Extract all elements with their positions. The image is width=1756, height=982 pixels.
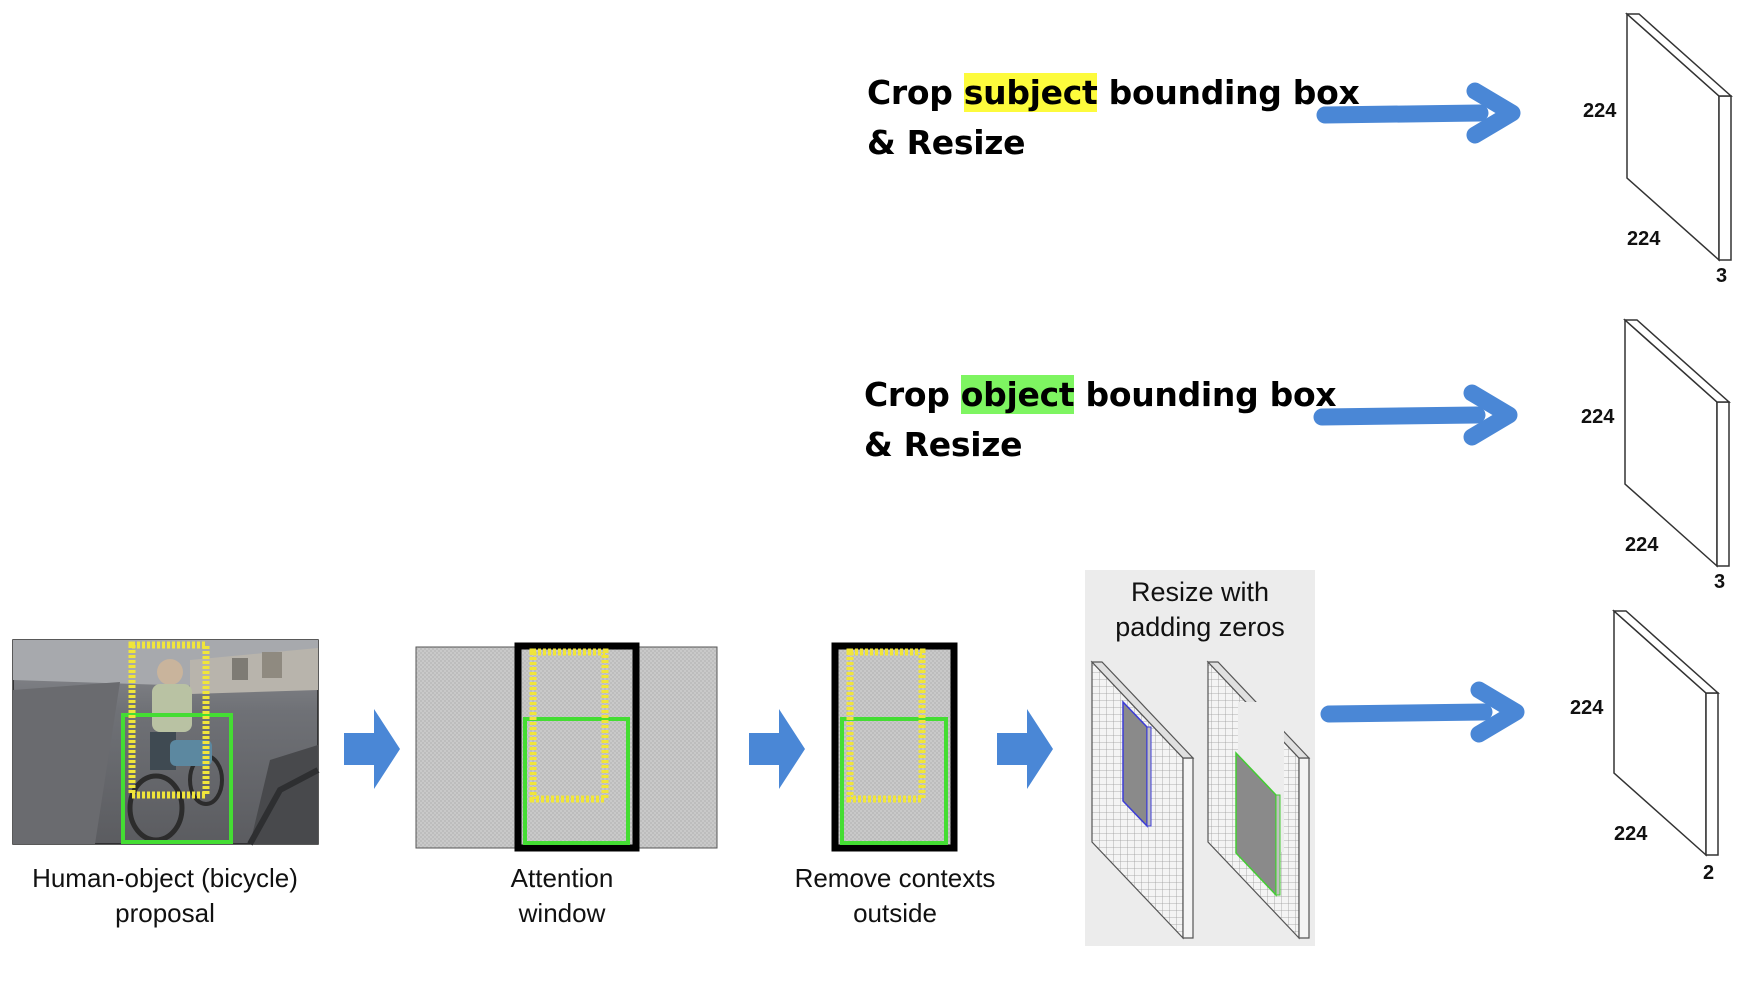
step4-caption-line2: padding zeros xyxy=(1115,612,1285,642)
subject-tensor-channels: 3 xyxy=(1716,265,1728,287)
step-arrow-3 xyxy=(997,709,1053,789)
arrow-to-object-tensor xyxy=(1313,384,1518,446)
step2-caption-line2: window xyxy=(518,898,606,928)
attention-tensor-height: 224 xyxy=(1570,697,1604,719)
subject-keyword: subject xyxy=(963,73,1098,112)
subject-tensor-width: 224 xyxy=(1627,228,1661,250)
step-arrow-1 xyxy=(344,709,400,789)
subject-crop-title: Crop subject bounding box xyxy=(867,68,1360,117)
removed-contexts-graphic xyxy=(831,642,958,852)
object-tensor-height: 224 xyxy=(1581,406,1615,428)
step3-caption-line2: outside xyxy=(853,898,937,928)
object-tensor-channels: 3 xyxy=(1714,571,1726,593)
step1-caption-line1: Human-object (bicycle) xyxy=(32,863,298,893)
subject-crop-prefix: Crop xyxy=(867,73,964,112)
object-crop-title: Crop object bounding box xyxy=(864,370,1337,419)
arrow-to-subject-tensor xyxy=(1316,82,1521,144)
object-keyword: object xyxy=(960,375,1075,414)
step-arrow-2 xyxy=(749,709,805,789)
step4-caption-line1: Resize with xyxy=(1130,577,1270,607)
object-tensor-width: 224 xyxy=(1625,534,1659,556)
attention-window-graphic xyxy=(415,642,718,852)
padded-subject-grid xyxy=(1090,660,1195,940)
attention-tensor-width: 224 xyxy=(1614,823,1648,845)
object-tensor-slab xyxy=(1623,318,1731,568)
subject-resize-label: & Resize xyxy=(867,123,1026,162)
arrow-to-attention-tensor xyxy=(1320,681,1525,743)
step2-caption-line1: Attention xyxy=(510,863,614,893)
attention-tensor-slab xyxy=(1612,609,1720,857)
object-crop-suffix: bounding box xyxy=(1074,375,1337,414)
attention-tensor-channels: 2 xyxy=(1703,862,1715,884)
subject-crop-suffix: bounding box xyxy=(1097,73,1360,112)
subject-tensor-slab xyxy=(1625,12,1733,262)
proposal-photo xyxy=(12,639,320,846)
step3-caption-line1: Remove contexts xyxy=(794,863,996,893)
object-resize-label: & Resize xyxy=(864,425,1023,464)
subject-tensor-height: 224 xyxy=(1583,100,1617,122)
padded-object-grid xyxy=(1206,660,1311,940)
step1-caption-line2: proposal xyxy=(115,898,215,928)
object-crop-prefix: Crop xyxy=(864,375,961,414)
